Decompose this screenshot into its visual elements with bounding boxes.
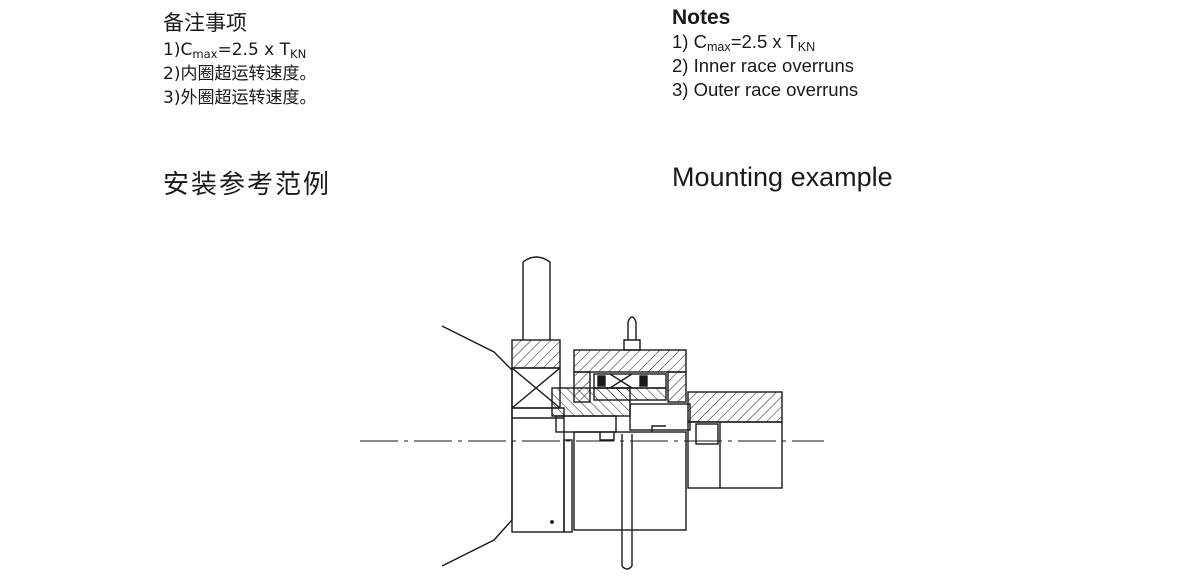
notes-zh-item-1: 1)Cmax=2.5 x TKN: [163, 38, 316, 62]
lock-pin: [621, 434, 633, 566]
notes-en-item-1-sub: max: [706, 40, 731, 55]
notes-en-item-3: 3) Outer race overruns: [672, 79, 859, 100]
section-title-zh: 安装参考范例: [163, 170, 332, 200]
notes-zh-item-3: 3)外圈超运转速度。: [163, 88, 317, 108]
lever-rod: [522, 262, 551, 340]
outer-race-housing: [573, 349, 687, 373]
notes-en: Notes 1) Cmax=2.5 x TKN 2) Inner race ov…: [672, 6, 858, 102]
inner-race: [573, 431, 687, 531]
notes-en-item-1: 1) Cmax=2.5 x TKN: [672, 30, 858, 54]
notes-en-item-1-mid: =2.5 x T: [730, 31, 798, 52]
notes-zh-item-1-mid: =2.5 x T: [217, 40, 291, 60]
notes-zh-item-2: 2)内圈超运转速度。: [163, 64, 317, 84]
notes-zh: 备注事项 1)Cmax=2.5 x TKN 2)内圈超运转速度。 3)外圈超运转…: [163, 10, 316, 110]
notes-zh-item-1-sub2: KN: [290, 46, 307, 61]
section-title-en: Mounting example: [672, 162, 893, 192]
notes-zh-heading: 备注事项: [163, 11, 247, 35]
bearing-block-top: [511, 339, 561, 369]
housing-wall: [441, 325, 513, 567]
lube-nipple: [623, 322, 641, 351]
notes-zh-item-1-sub: max: [192, 46, 218, 61]
notes-en-item-2: 2) Inner race overruns: [672, 55, 855, 76]
notes-en-heading: Notes: [672, 6, 731, 29]
end-cap: [687, 391, 783, 423]
clutch-mounting-cross-section-drawing: [360, 256, 824, 570]
notes-en-item-1-prefix: 1) C: [672, 31, 707, 52]
notes-en-item-1-sub2: KN: [797, 40, 816, 55]
notes-zh-item-1-prefix: 1)C: [163, 40, 193, 60]
